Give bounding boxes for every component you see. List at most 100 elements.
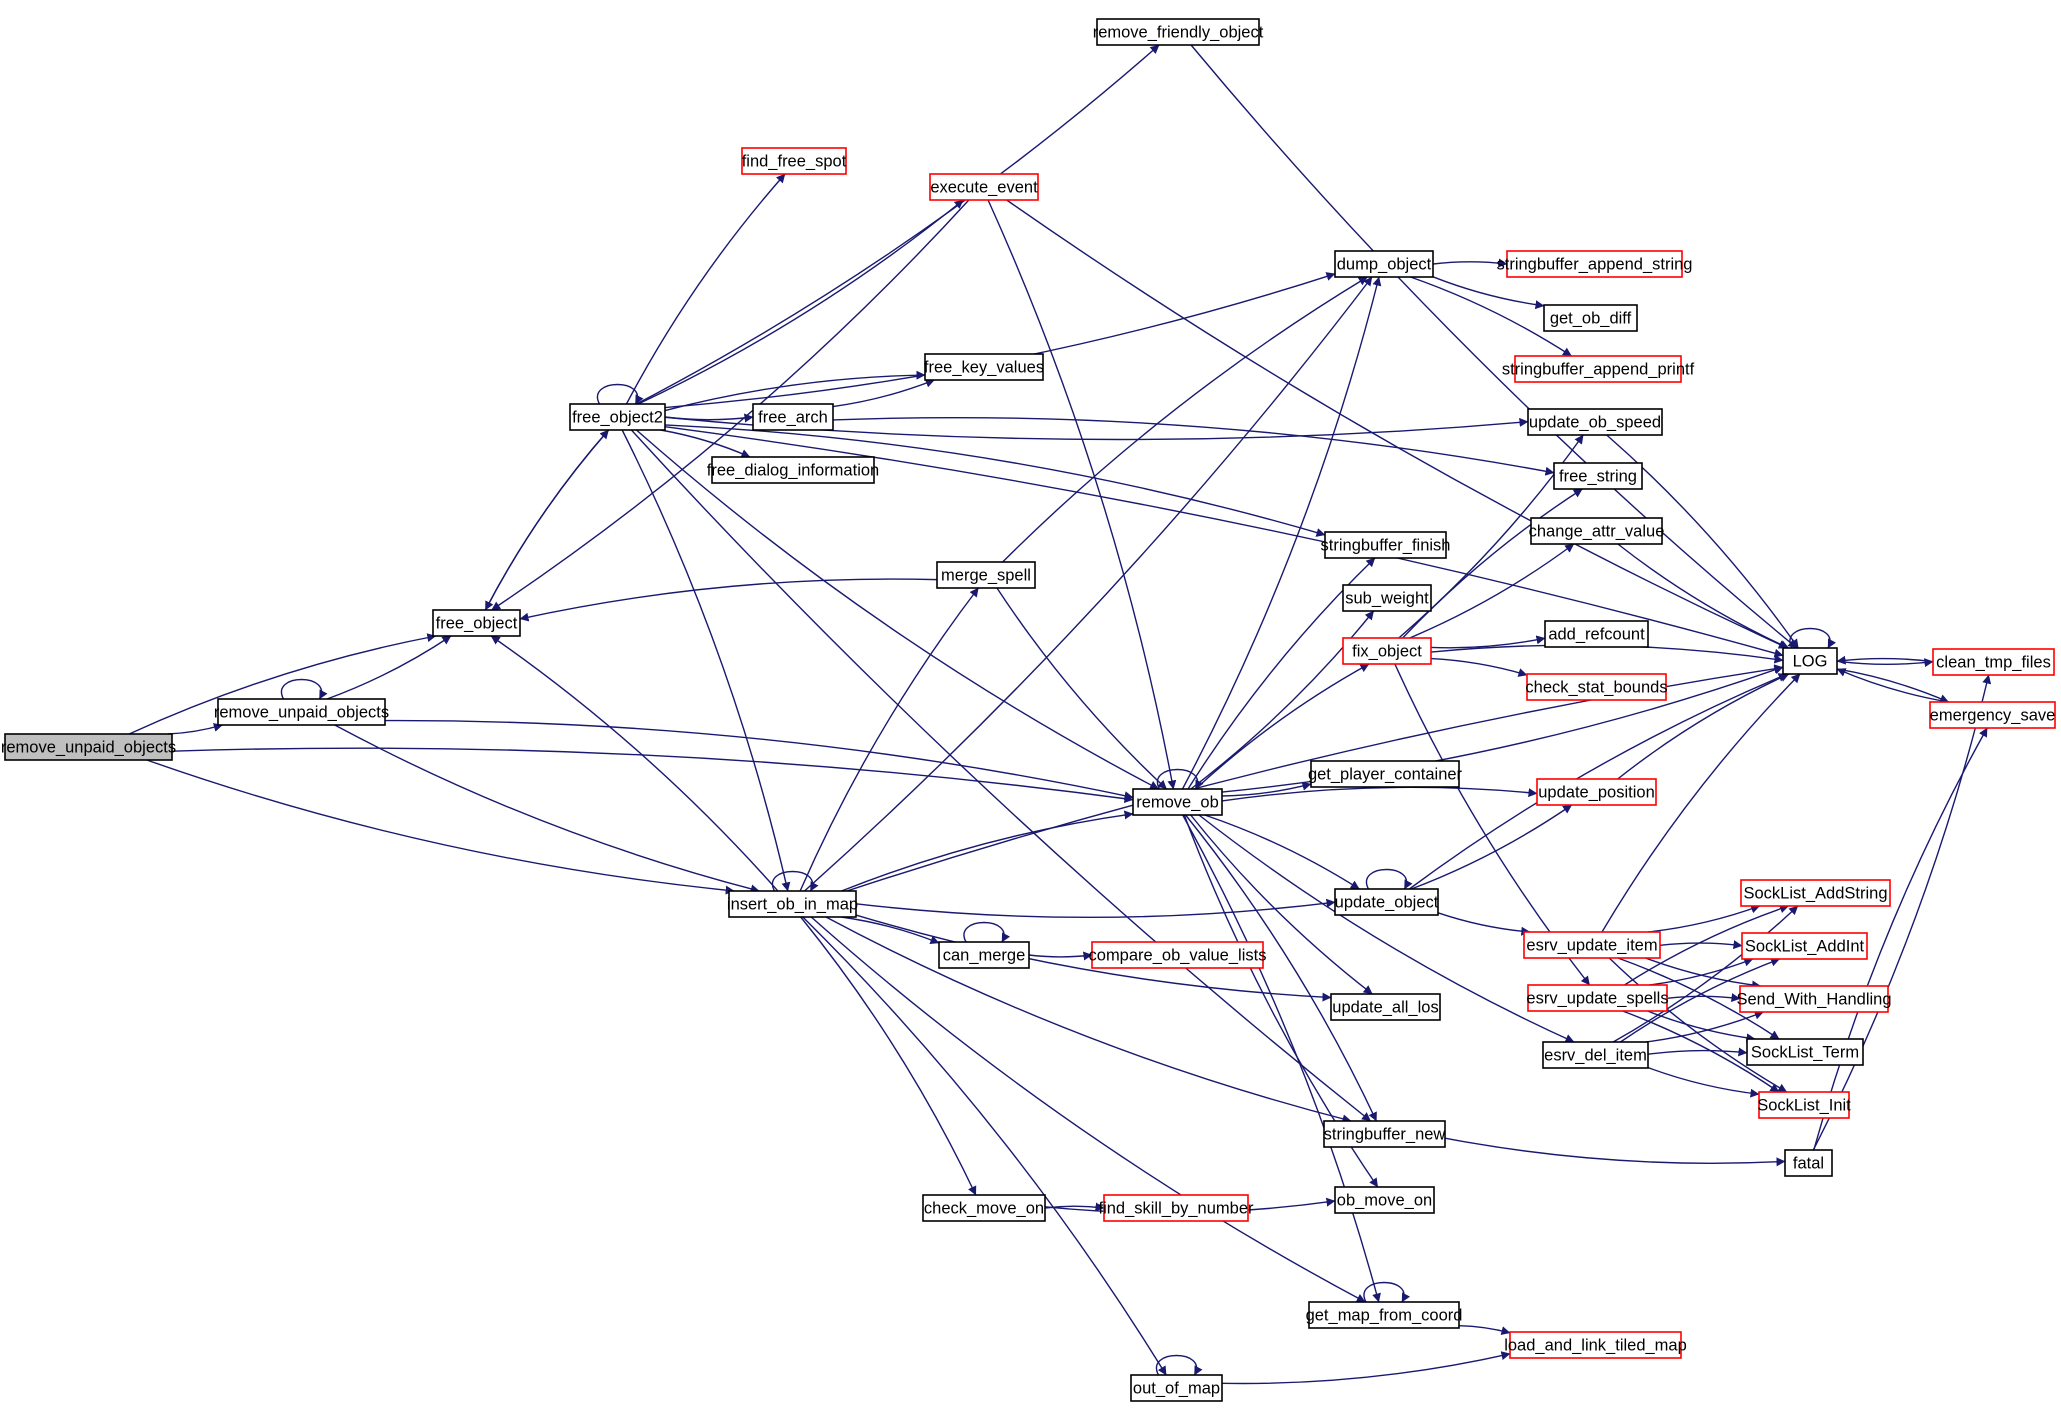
edge-free_object2-to-stringbuffer_finish (664, 424, 1326, 537)
edge-free_arch-to-free_string (832, 416, 1555, 476)
node-box (1334, 250, 1434, 278)
node-label: clean_tmp_files (1936, 654, 2051, 672)
node-clean-tmp-files[interactable]: clean_tmp_files (1932, 648, 2055, 676)
edge-remove_ob-to-fix_object (1195, 663, 1370, 790)
node-sub-weight[interactable]: sub_weight (1342, 584, 1432, 612)
node-socklist-addint[interactable]: SockList_AddInt (1741, 932, 1868, 960)
node-find-free-spot[interactable]: find_free_spot (741, 147, 847, 175)
node-box (1932, 648, 2055, 676)
node-box (1526, 673, 1667, 701)
edge-LOG-to-emergency_save (1836, 668, 1949, 703)
node-fix-object[interactable]: fix_object (1342, 637, 1432, 665)
edge-dump_object-to-stringbuffer_append_string (1432, 258, 1508, 268)
node-free-arch[interactable]: free_arch (752, 403, 834, 431)
node-emergency-save[interactable]: emergency_save (1929, 701, 2056, 729)
node-label: can_merge (943, 947, 1026, 965)
node-update-object[interactable]: update_object (1334, 888, 1439, 916)
node-can-merge[interactable]: can_merge (938, 941, 1030, 969)
edge-remove_unpaid_objects-to-remove_ob (171, 747, 1134, 804)
node-label: ob_move_on (1337, 1192, 1432, 1210)
node-check-stat-bounds[interactable]: check_stat_bounds (1525, 673, 1668, 701)
node-label: out_of_map (1133, 1380, 1220, 1398)
node-stringbuffer-append-printf[interactable]: stringbuffer_append_printf (1502, 355, 1695, 383)
node-label: stringbuffer_new (1324, 1126, 1446, 1144)
node-stringbuffer-finish[interactable]: stringbuffer_finish (1321, 531, 1451, 559)
edge-remove_ob-to-update_object (1204, 814, 1360, 890)
node-box (1091, 941, 1264, 969)
edge-insert_ob_in_map-to-merge_spell (799, 587, 979, 892)
node-box (1130, 1374, 1223, 1402)
node-label: update_all_los (1332, 999, 1438, 1017)
node-update-position[interactable]: update_position (1536, 778, 1657, 806)
node-box (1741, 932, 1868, 960)
node-free-object2[interactable]: free_object2 (569, 403, 666, 431)
node-label: get_ob_diff (1550, 310, 1632, 328)
node-esrv-update-spells[interactable]: esrv_update_spells (1526, 984, 1669, 1012)
node-label: add_refcount (1548, 626, 1645, 644)
node-remove-unpaid-objects2[interactable]: remove_unpaid_objects (214, 698, 389, 726)
edge-remove_ob-to-stringbuffer_new (1185, 814, 1378, 1122)
node-label: stringbuffer_finish (1321, 537, 1451, 555)
edge-esrv_del_item-to-SockList_Init (1647, 1066, 1760, 1098)
node-label: LOG (1793, 653, 1828, 671)
edge-insert_ob_in_map-to-remove_ob (841, 810, 1134, 892)
node-remove-unpaid-objects[interactable]: remove_unpaid_objects (1, 733, 176, 761)
node-box (1530, 517, 1663, 545)
node-free-key-values[interactable]: free_key_values (924, 353, 1044, 381)
edge-esrv_update_spells-to-SockList_Init (1622, 1010, 1780, 1093)
node-load-and-link-tiled-map[interactable]: load_and_link_tiled_map (1504, 1331, 1687, 1359)
node-box (728, 890, 857, 918)
node-get-map-from-coord[interactable]: get_map_from_coord (1306, 1301, 1463, 1329)
node-label: remove_unpaid_objects (1, 739, 176, 757)
edge-remove_ob-to-sub_weight (1190, 610, 1375, 790)
node-label: free_arch (758, 409, 828, 427)
node-box (929, 173, 1039, 201)
node-socklist-term[interactable]: SockList_Term (1746, 1038, 1864, 1066)
node-remove-ob[interactable]: remove_ob (1132, 788, 1223, 816)
edge-execute_event-to-remove_ob (987, 199, 1177, 790)
node-update-all-los[interactable]: update_all_los (1330, 993, 1441, 1021)
node-check-move-on[interactable]: check_move_on (922, 1194, 1046, 1222)
node-log[interactable]: LOG (1782, 647, 1838, 675)
node-free-dialog-information[interactable]: free_dialog_information (707, 456, 879, 484)
node-execute-event[interactable]: execute_event (929, 173, 1039, 201)
node-label: free_key_values (924, 359, 1044, 377)
node-out-of-map[interactable]: out_of_map (1130, 1374, 1223, 1402)
node-insert-ob-in-map[interactable]: insert_ob_in_map (727, 890, 858, 918)
node-dump-object[interactable]: dump_object (1334, 250, 1434, 278)
node-box (4, 733, 173, 761)
node-stringbuffer-new[interactable]: stringbuffer_new (1323, 1120, 1446, 1148)
node-ob-move-on[interactable]: ob_move_on (1334, 1186, 1435, 1214)
node-label: find_free_spot (742, 153, 847, 171)
edge-esrv_update_item-to-LOG (1601, 673, 1801, 933)
node-socklist-init[interactable]: SockList_Init (1757, 1091, 1851, 1119)
node-box (1536, 778, 1657, 806)
node-esrv-update-item[interactable]: esrv_update_item (1523, 931, 1661, 959)
node-label: update_ob_speed (1529, 414, 1661, 432)
node-free-object[interactable]: free_object (432, 609, 521, 637)
node-free-string[interactable]: free_string (1553, 462, 1643, 490)
node-esrv-del-item[interactable]: esrv_del_item (1542, 1041, 1649, 1069)
node-update-ob-speed[interactable]: update_ob_speed (1527, 408, 1663, 436)
node-add-refcount[interactable]: add_refcount (1544, 620, 1649, 648)
node-label: esrv_update_spells (1526, 990, 1668, 1008)
edge-remove_unpaid_objects2-to-remove_ob (384, 719, 1134, 801)
node-remove-friendly-object[interactable]: remove_friendly_object (1093, 18, 1264, 46)
node-fatal[interactable]: fatal (1784, 1149, 1833, 1177)
edge-remove_friendly_object-to-LOG (1190, 44, 1798, 649)
node-compare-ob-value-lists[interactable]: compare_ob_value_lists (1089, 941, 1267, 969)
node-send-with-handling[interactable]: Send_With_Handling (1736, 985, 1892, 1013)
edge-insert_ob_in_map-to-can_merge (841, 916, 940, 945)
node-box (1096, 18, 1260, 46)
node-label: find_skill_by_number (1098, 1200, 1254, 1218)
node-get-player-container[interactable]: get_player_container (1308, 760, 1463, 788)
node-get-ob-diff[interactable]: get_ob_diff (1543, 304, 1638, 332)
node-socklist-addstring[interactable]: SockList_AddString (1740, 879, 1891, 907)
node-merge-spell[interactable]: merge_spell (936, 561, 1036, 589)
node-box (1330, 993, 1441, 1021)
edge-free_object2-to-free_key_values (664, 370, 926, 412)
edge-update_object-to-esrv_update_item (1437, 912, 1531, 936)
node-find-skill-by-number[interactable]: find_skill_by_number (1098, 1194, 1254, 1222)
node-stringbuffer-append-string[interactable]: stringbuffer_append_string (1496, 250, 1693, 278)
node-change-attr-value[interactable]: change_attr_value (1529, 517, 1665, 545)
